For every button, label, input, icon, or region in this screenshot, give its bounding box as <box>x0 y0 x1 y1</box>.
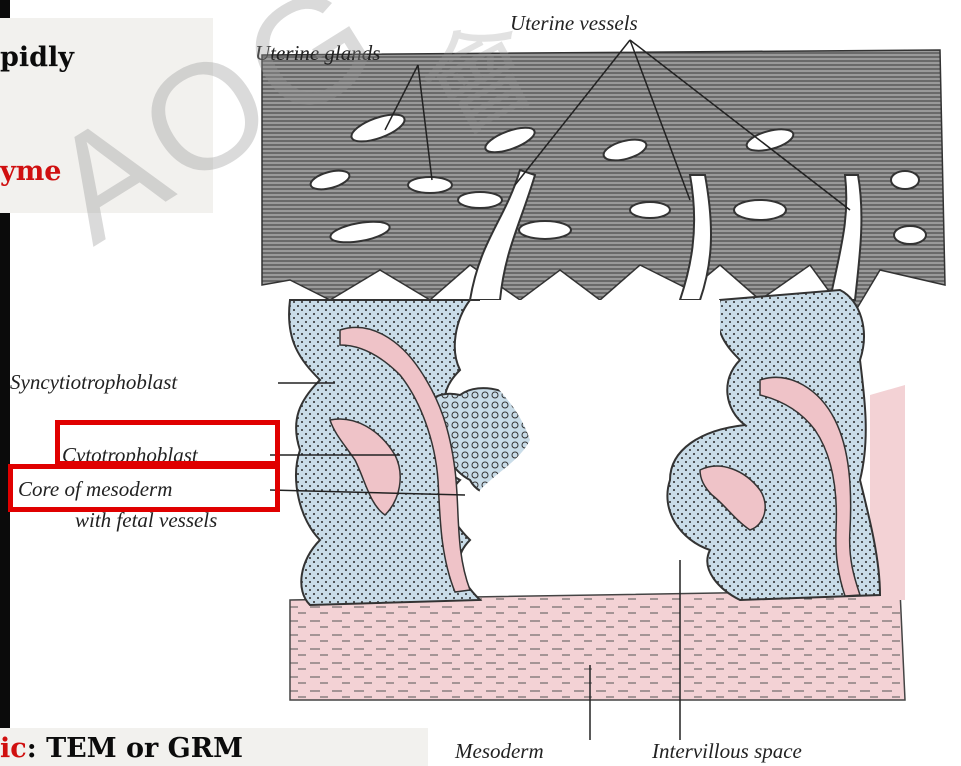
highlight-box-cytotrophoblast <box>55 420 280 466</box>
bottom-text-box: ic: TEM or GRM <box>0 728 428 766</box>
label-syncytiotrophoblast: Syncytiotrophoblast <box>10 370 178 394</box>
label-uterine-glands: Uterine glands <box>255 41 380 65</box>
label-uterine-vessels: Uterine vessels <box>510 11 638 35</box>
label-intervillous-space: Intervillous space <box>651 739 802 763</box>
bottom-text-black: : TEM or GRM <box>27 733 243 764</box>
bottom-text: ic: TEM or GRM <box>0 733 243 764</box>
highlight-box-core-of-mesoderm <box>8 464 280 512</box>
mesoderm-plate <box>290 590 905 700</box>
label-mesoderm: Mesoderm <box>454 739 544 763</box>
bottom-text-red: ic <box>0 733 27 764</box>
